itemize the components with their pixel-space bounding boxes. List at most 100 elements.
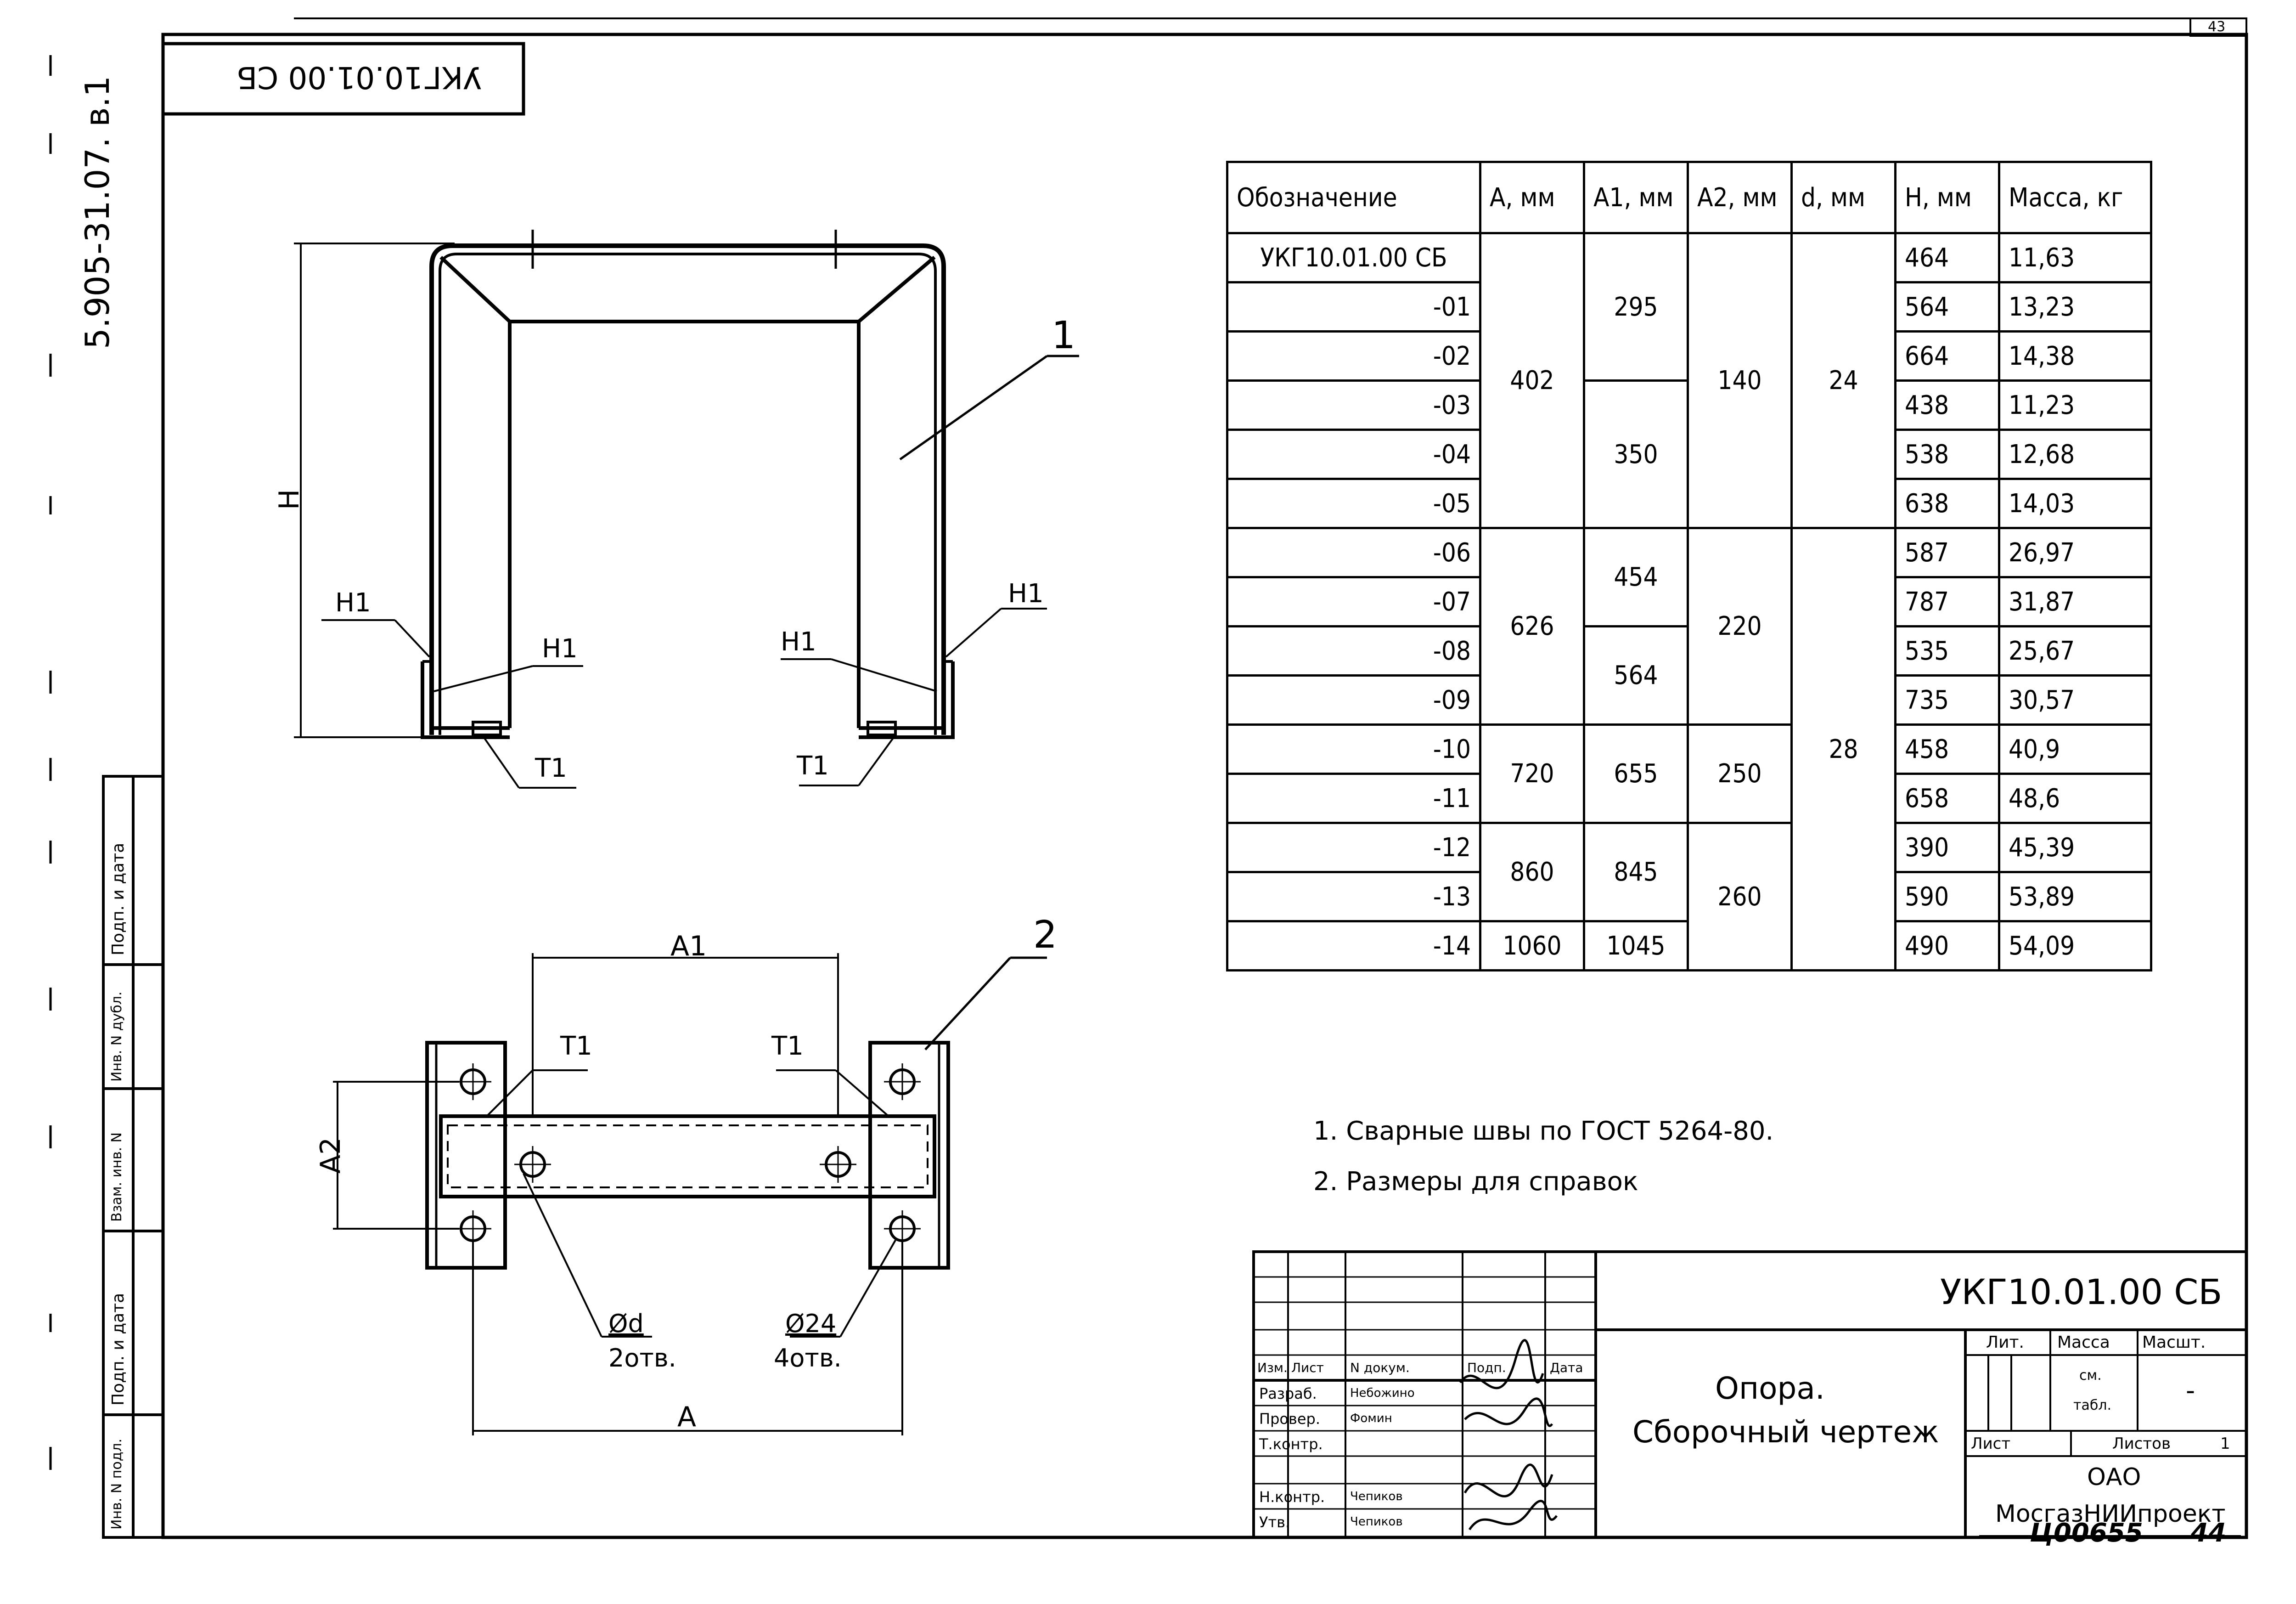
label-T1-bottom-right: T1 xyxy=(771,1031,804,1061)
hole-d-count: 2отв. xyxy=(608,1344,676,1372)
A-cell: 1060 xyxy=(1479,920,1585,971)
label-H1-left-outer: H1 xyxy=(335,588,371,618)
H-cell: 658 xyxy=(1894,773,2000,824)
A1-cell: 295 xyxy=(1583,232,1689,382)
note-2: 2. Размеры для справок xyxy=(1313,1167,1638,1197)
col-header-sheet: Лист xyxy=(1291,1360,1324,1375)
table-row: -06 626 454 220 28 587 26,97 xyxy=(1226,527,2152,971)
H-cell: 535 xyxy=(1894,625,2000,677)
H-cell: 458 xyxy=(1894,723,2000,775)
H-cell: 464 xyxy=(1894,232,2000,283)
sheet-label: Лист xyxy=(1971,1435,2011,1453)
mass-cell: 11,63 xyxy=(1998,232,2152,283)
table-row: -12 860 845 260 390 45,39 xyxy=(1226,822,2152,971)
header-A: A, мм xyxy=(1479,161,1585,234)
dimension-A-label: A xyxy=(677,1401,697,1433)
designation-cell: -08 xyxy=(1226,625,1481,677)
dimension-H-label: H xyxy=(273,489,305,510)
A-cell: 402 xyxy=(1479,232,1585,529)
table-row: -03 350 438 11,23 xyxy=(1226,379,2152,529)
org-line2: МосгазНИИпроект xyxy=(1995,1500,2226,1528)
designation-cell: -11 xyxy=(1226,773,1481,824)
page-number: 43 xyxy=(2208,19,2226,35)
H-cell: 735 xyxy=(1894,674,2000,726)
title-name-line1: Опора. xyxy=(1715,1371,1825,1406)
role-norm-control: Н.контр. xyxy=(1259,1488,1325,1506)
title-code: УКГ10.01.00 СБ xyxy=(1940,1271,2223,1312)
mass-cell: 25,67 xyxy=(1998,625,2152,677)
designation-cell: -01 xyxy=(1226,281,1481,333)
mass-cell: 26,97 xyxy=(1998,527,2152,578)
callout-2: 2 xyxy=(1033,913,1058,957)
spec-header-row: Обозначение A, мм A1, мм A2, мм d, мм H,… xyxy=(1226,161,2152,234)
header-mass: Масса, кг xyxy=(1998,161,2152,234)
role-tech-control: Т.контр. xyxy=(1259,1435,1323,1453)
left-strip xyxy=(102,775,164,1539)
mass-cell: 40,9 xyxy=(1998,723,2152,775)
mass-cell: 45,39 xyxy=(1998,822,2152,873)
header-A1: A1, мм xyxy=(1583,161,1689,234)
header-H: H, мм xyxy=(1894,161,2000,234)
designation-cell: -07 xyxy=(1226,576,1481,627)
left-strip-label-3: Взам. инв. N xyxy=(109,1132,125,1222)
table-row: -14 1060 1045 490 54,09 xyxy=(1226,920,2152,971)
H-cell: 564 xyxy=(1894,281,2000,333)
label-H1-right-outer: H1 xyxy=(1008,579,1044,609)
table-row: -07 787 31,87 xyxy=(1226,576,2152,627)
archive-number: Ц00655 xyxy=(2030,1518,2143,1548)
mass-cell: 30,57 xyxy=(1998,674,2152,726)
header-A2: A2, мм xyxy=(1687,161,1793,234)
table-row: УКГ10.01.00 СБ 402 295 140 24 464 11,63 xyxy=(1226,232,2152,529)
name-norm-control: Чепиков xyxy=(1350,1490,1403,1503)
H-cell: 590 xyxy=(1894,871,2000,922)
col-header-date: Дата xyxy=(1550,1360,1583,1375)
mass-value-line2: табл. xyxy=(2073,1397,2112,1413)
scale-label: Масшт. xyxy=(2142,1333,2206,1352)
A-cell: 860 xyxy=(1479,822,1585,922)
hole-d-label: Ød xyxy=(608,1309,644,1338)
table-row: -01 564 13,23 xyxy=(1226,281,2152,333)
role-approved: Утв. xyxy=(1259,1514,1290,1531)
dimension-A1-label: A1 xyxy=(670,930,707,962)
A2-cell: 140 xyxy=(1687,232,1793,529)
H-cell: 390 xyxy=(1894,822,2000,873)
page-number-box xyxy=(2189,17,2247,37)
name-checker: Фомин xyxy=(1350,1412,1392,1425)
table-row: -05 638 14,03 xyxy=(1226,478,2152,529)
archive-page: 44 xyxy=(2190,1518,2226,1548)
title-block-lines xyxy=(1252,1250,2248,1539)
title-name-line2: Сборочный чертеж xyxy=(1632,1414,1939,1450)
left-strip-label-5: Инв. N подл. xyxy=(109,1438,125,1530)
A2-cell: 250 xyxy=(1687,723,1793,824)
designation-cell: -02 xyxy=(1226,330,1481,382)
role-developer: Разраб. xyxy=(1259,1385,1317,1402)
table-row: -10 720 655 250 458 40,9 xyxy=(1226,723,2152,824)
mass-cell: 13,23 xyxy=(1998,281,2152,333)
mass-cell: 54,09 xyxy=(1998,920,2152,971)
mass-cell: 48,6 xyxy=(1998,773,2152,824)
table-row: -04 538 12,68 xyxy=(1226,429,2152,480)
mass-cell: 14,38 xyxy=(1998,330,2152,382)
left-strip-label-4: Подп. и дата xyxy=(109,1293,128,1406)
H-cell: 538 xyxy=(1894,429,2000,480)
designation-cell: -03 xyxy=(1226,379,1481,431)
note-1: 1. Сварные швы по ГОСТ 5264-80. xyxy=(1313,1116,1774,1146)
name-developer: Небожино xyxy=(1350,1386,1415,1400)
table-row: -13 590 53,89 xyxy=(1226,871,2152,922)
top-view-frame xyxy=(294,230,1079,789)
sheets-value: 1 xyxy=(2220,1435,2230,1453)
A2-cell: 260 xyxy=(1687,822,1793,971)
rotated-code: УКГ10.01.00 СБ xyxy=(236,60,482,95)
designation-cell: -13 xyxy=(1226,871,1481,922)
col-header-doc: N докум. xyxy=(1350,1360,1410,1375)
table-row: -09 735 30,57 xyxy=(1226,674,2152,726)
designation-cell: -10 xyxy=(1226,723,1481,775)
role-checker: Провер. xyxy=(1259,1410,1320,1428)
label-T1-right: T1 xyxy=(797,751,829,781)
signatures xyxy=(1459,1339,1558,1531)
left-strip-label-1: Подп. и дата xyxy=(109,842,128,955)
name-approved: Чепиков xyxy=(1350,1515,1403,1529)
table-row: -02 664 14,38 xyxy=(1226,330,2152,382)
A1-cell: 1045 xyxy=(1583,920,1689,971)
